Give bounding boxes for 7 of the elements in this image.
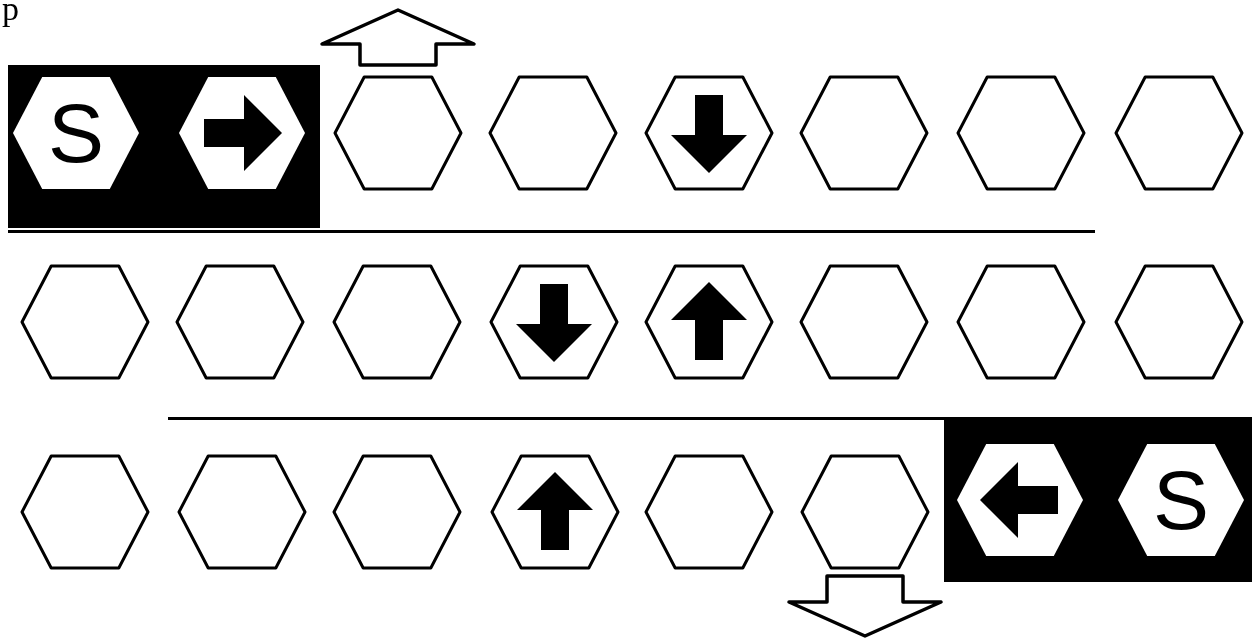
tile-letter: S <box>1153 458 1209 542</box>
tile-letter: S <box>48 91 104 175</box>
partial-heading: p <box>2 0 19 26</box>
board-band <box>944 418 1252 582</box>
board-band <box>8 65 320 228</box>
exit-arrow <box>787 574 943 638</box>
exit-arrow <box>320 8 476 67</box>
